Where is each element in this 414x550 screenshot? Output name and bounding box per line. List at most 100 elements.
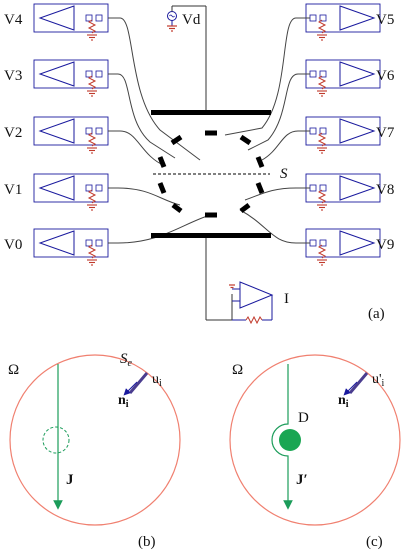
op-amp-triangle-icon [38,230,75,256]
op-amp-triangle-icon [339,175,376,201]
ground-icon [87,34,97,41]
amplifier-module-left-1: V3 [4,59,109,97]
amplifier-module-right-4: V9 [305,228,394,266]
resistor [317,75,327,90]
amplifier-module-right-3: V8 [305,173,394,211]
wire-v5 [224,17,310,136]
resistor [317,189,327,204]
resistor [317,244,327,259]
normal-arrow [123,381,138,396]
current-label: I [284,291,289,307]
current-amplifier: I [205,238,289,325]
channel-label: V3 [4,68,22,84]
wire-v4 [108,17,201,161]
resistor [87,244,97,259]
channel-label: V9 [376,237,394,253]
wire-v7 [261,130,310,161]
channel-label: V0 [4,237,22,253]
wire-v6 [247,73,310,151]
defect-disc [279,429,301,451]
wire-v8 [244,187,310,201]
electrode-bar [128,372,149,394]
wire-v0 [108,214,211,244]
domain-circle [229,354,401,526]
channel-label: V1 [4,182,22,198]
panel-b: Ω J Se ui ni (b) [8,351,181,550]
current-arrow [271,364,293,510]
channel-label: V7 [376,125,395,141]
resistor [87,189,97,204]
ground-icon [87,259,97,266]
ground-icon [229,284,235,289]
amplifier-module-right-1: V6 [305,59,395,97]
ground-icon [87,147,97,154]
ground-icon [87,204,97,211]
wire-v9 [239,209,310,244]
domain-circle [9,354,181,526]
op-amp-triangle-icon [38,118,75,144]
amplifier-module-right-0: V5 [305,3,394,41]
amplifier-module-left-0: V4 [4,3,109,41]
electrode-bar [348,372,369,394]
domain-label: Ω [8,362,19,378]
vd-label: Vd [182,12,201,28]
electrode-ring [157,130,265,218]
op-amp-triangle-icon [339,118,376,144]
normal-arrow [343,381,358,396]
op-amp-triangle-icon [339,5,376,31]
op-amp-triangle-icon [239,281,274,309]
resistor [317,132,327,147]
channel-label: V6 [376,68,395,84]
ground-icon [87,90,97,97]
channel-label: V2 [4,125,22,141]
panel-c: Ω D J′ u'i ni (c) [229,354,401,550]
potential-label: u'i [372,372,385,389]
normal-label: ni [118,393,129,410]
feedback-resistor [245,315,263,325]
vd-supply: Vd [167,5,207,112]
caption-b: (b) [138,534,156,550]
electrode-label: Se [120,351,133,369]
channel-label: V8 [376,182,394,198]
resistor [87,75,97,90]
defect-label: D [298,410,309,426]
current-label: J′ [296,472,308,488]
surface-label: S [280,166,288,182]
amplifier-module-left-2: V2 [4,116,109,154]
amplifier-module-left-3: V1 [4,173,109,211]
resistor [317,19,327,34]
bottom-plate [151,233,271,238]
amplifier-module-left-4: V0 [4,228,109,266]
wire-v3 [108,73,176,159]
resistor [87,19,97,34]
dashed-region [42,426,70,454]
ground-icon [317,34,327,41]
ground-icon [317,204,327,211]
wire-v1 [108,187,181,206]
op-amp-triangle-icon [38,61,75,87]
op-amp-triangle-icon [339,61,376,87]
ground-icon [317,259,327,266]
current-label: J [66,472,74,488]
ground-icon [317,147,327,154]
wire-v2 [108,130,166,167]
op-amp-triangle-icon [339,230,376,256]
caption-c: (c) [366,534,383,550]
amplifier-module-right-2: V7 [305,116,395,154]
resistor [87,132,97,147]
ground-icon [317,90,327,97]
op-amp-triangle-icon [38,175,75,201]
ground-icon [167,25,177,32]
normal-label: ni [338,393,349,410]
channel-label: V5 [376,12,394,28]
domain-label: Ω [232,362,243,378]
channel-label: V4 [4,12,23,28]
top-plate [151,110,271,115]
op-amp-triangle-icon [38,5,75,31]
caption-a: (a) [368,306,385,322]
